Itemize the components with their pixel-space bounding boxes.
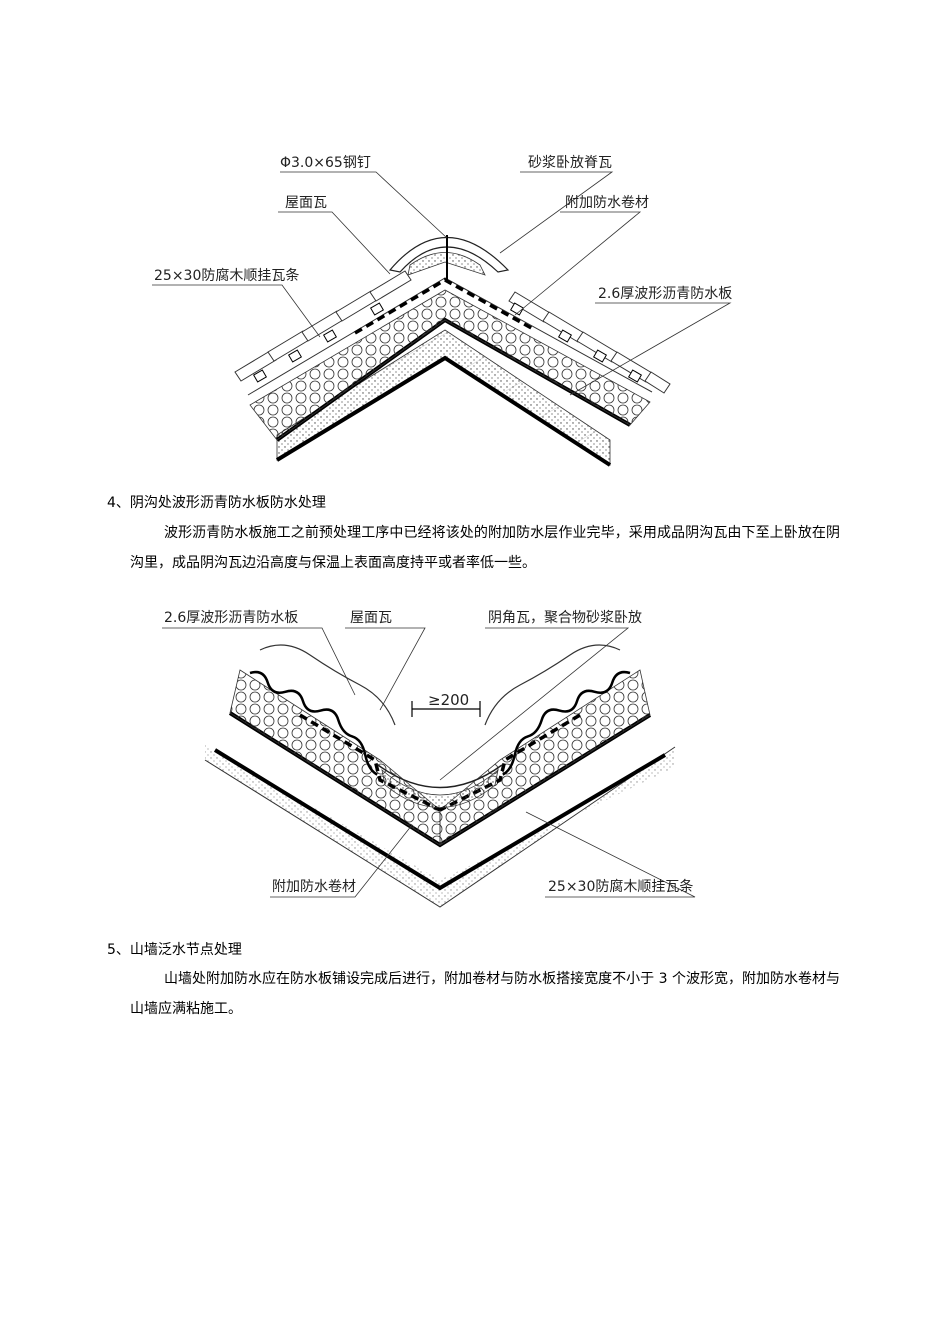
ridge-detail-figure: Φ3.0×65钢钉 砂浆卧放脊瓦 屋面瓦 附加防水卷材 25×30防腐木顺挂瓦条… [140,140,760,470]
label-extra-membrane: 附加防水卷材 [565,195,649,211]
label-extra-membrane: 附加防水卷材 [272,879,356,895]
membrane-right [439,713,581,812]
section-4-paragraph: 波形沥青防水板施工之前预处理工序中已经将该处的附加防水层作业完毕，采用成品阴沟瓦… [130,525,840,571]
section-4-heading: 4、阴沟处波形沥青防水板防水处理 [107,495,326,511]
structural-line-lower [213,748,667,891]
valley-mortar [381,768,499,808]
wavy-board-right [502,670,631,776]
membrane-line [354,277,536,335]
label-board: 2.6厚波形沥青防水板 [598,286,732,302]
slab-line-bottom [204,746,676,908]
insulation-right [439,669,651,846]
section-5-heading: 5、山墙泛水节点处理 [107,942,242,958]
roof-tiles-right [508,291,671,394]
roof-tiles-left [234,270,412,382]
label-batten: 25×30防腐木顺挂瓦条 [548,878,693,895]
leader-lines [152,171,732,396]
roof-tile-left [259,644,396,726]
label-board: 2.6厚波形沥青防水板 [164,610,298,626]
label-mortar-ridge: 砂浆卧放脊瓦 [528,155,612,171]
label-roof-tile: 屋面瓦 [285,195,327,211]
label-roof-tile: 屋面瓦 [350,610,392,626]
leader-lines [162,627,696,898]
section-5-paragraph: 山墙处附加防水应在防水板铺设完成后进行，附加卷材与防水板搭接宽度不小于 3 个波… [130,971,840,1017]
battens [252,302,643,383]
label-dimension: ≥200 [428,691,469,709]
ridge-tile [388,237,510,273]
valley-tile [377,764,503,789]
mortar-bed [407,252,486,276]
membrane-left [299,713,441,812]
wavy-board-left [249,670,378,776]
label-nail: Φ3.0×65钢钉 [280,155,371,171]
label-batten: 25×30防腐木顺挂瓦条 [154,267,299,284]
insulation-layer [249,289,651,441]
valley-detail-drawing: ≥200 2.6厚波形沥青防水板 屋面瓦 阴角瓦，聚合物砂浆卧放 附加防水卷材 … [162,610,696,908]
label-corner-tile: 阴角瓦，聚合物砂浆卧放 [488,610,642,626]
dimension-line [411,701,481,717]
roof-tile-right [484,644,621,726]
ridge-detail-drawing: Φ3.0×65钢钉 砂浆卧放脊瓦 屋面瓦 附加防水卷材 25×30防腐木顺挂瓦条… [152,155,732,467]
structural-line-lower [275,355,612,467]
insulation-left [229,669,441,846]
valley-detail-figure: ≥200 2.6厚波形沥青防水板 屋面瓦 阴角瓦，聚合物砂浆卧放 附加防水卷材 … [150,595,710,915]
